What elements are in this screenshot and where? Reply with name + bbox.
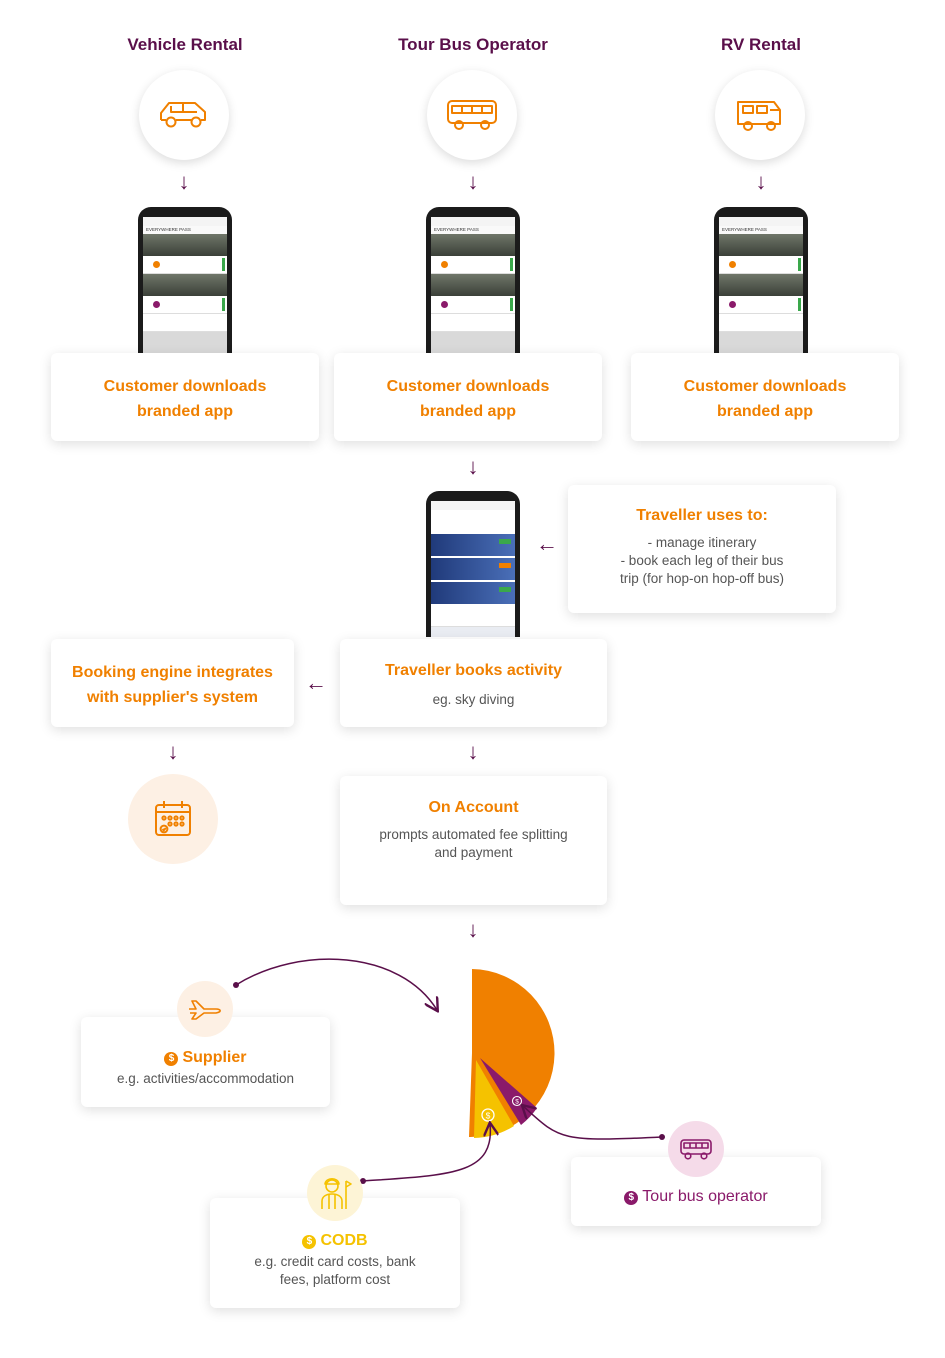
phone-mockup-tour-bus: EVERYWHERE PASS xyxy=(426,207,520,353)
arrow-down-icon: ↓ xyxy=(467,739,479,764)
card-title: Customer downloads branded app xyxy=(683,378,847,420)
dollar-text: $ xyxy=(444,1016,450,1028)
bus-icon xyxy=(447,100,497,130)
card-title: with supplier's system xyxy=(87,689,258,706)
arrow-left-icon: ← xyxy=(305,670,327,695)
app-header: EVERYWHERE PASS xyxy=(431,226,515,234)
card-text: e.g. credit card costs, bank xyxy=(254,1254,416,1269)
rv-icon-circle xyxy=(715,70,805,160)
worker-icon xyxy=(321,1177,352,1209)
card-traveller-books-activity: Traveller books activity eg. sky diving xyxy=(340,639,607,727)
phone-mockup-rv: EVERYWHERE PASS xyxy=(714,207,808,353)
rv-icon xyxy=(737,101,781,131)
bus-icon-circle xyxy=(427,70,517,160)
plane-icon xyxy=(189,1000,221,1020)
card-text: - book each leg of their bus xyxy=(620,553,784,568)
calendar-icon xyxy=(155,801,191,836)
card-title: Supplier xyxy=(182,1049,247,1066)
arrow-down-icon: ↓ xyxy=(755,169,767,194)
phone-mockup-vehicle: EVERYWHERE PASS xyxy=(138,207,232,353)
card-on-account: On Account prompts automated fee splitti… xyxy=(340,776,607,905)
pie-slice-codb xyxy=(474,1060,514,1138)
card-text: fees, platform cost xyxy=(279,1272,391,1287)
card-customer-downloads-tour-bus: Customer downloads branded app xyxy=(334,353,602,441)
dollar-badge-icon: $ xyxy=(624,1191,639,1205)
card-title: CODB xyxy=(320,1232,368,1249)
column-title-rv-rental: RV Rental xyxy=(721,35,801,54)
card-title: Booking engine integrates xyxy=(72,664,273,681)
dollar-text: $ xyxy=(486,1111,491,1121)
plane-icon-circle xyxy=(177,981,233,1037)
card-title: Tour bus operator xyxy=(642,1188,768,1205)
card-title: Customer downloads branded app xyxy=(103,378,267,420)
dollar-icon: $ xyxy=(438,1012,456,1030)
card-text: and payment xyxy=(434,845,513,860)
card-title: Traveller books activity xyxy=(385,662,562,679)
bus-icon xyxy=(680,1139,712,1160)
connector-codb xyxy=(362,1124,490,1182)
arrow-left-icon: ← xyxy=(536,531,558,556)
dollar-icon: $ xyxy=(511,1095,523,1107)
card-text: trip (for hop-on hop-off bus) xyxy=(619,571,785,586)
card-text: eg. sky diving xyxy=(432,692,515,707)
card-title: Traveller uses to: xyxy=(636,507,768,524)
connector-supplier xyxy=(235,958,437,1010)
arrow-down-icon: ↓ xyxy=(167,739,179,764)
connector-tour-bus xyxy=(523,1106,663,1140)
arrow-down-icon: ↓ xyxy=(178,169,190,194)
phone-mockup-booking xyxy=(426,491,520,637)
card-customer-downloads-rv: Customer downloads branded app xyxy=(631,353,899,441)
card-title: Customer downloads branded app xyxy=(386,378,550,420)
column-title-vehicle-rental: Vehicle Rental xyxy=(127,35,243,54)
dollar-badge-icon: $ xyxy=(302,1235,317,1249)
card-codb: $CODB e.g. credit card costs, bank fees,… xyxy=(210,1198,460,1308)
card-text: - manage itinerary xyxy=(647,535,757,550)
app-header: EVERYWHERE PASS xyxy=(143,226,227,234)
card-customer-downloads-vehicle: Customer downloads branded app xyxy=(51,353,319,441)
card-text: prompts automated fee splitting xyxy=(379,827,568,842)
bus-icon-circle xyxy=(668,1121,724,1177)
column-title-tour-bus-operator: Tour Bus Operator xyxy=(398,35,548,54)
card-title: On Account xyxy=(428,799,519,816)
car-icon xyxy=(160,102,206,128)
car-icon-circle xyxy=(139,70,229,160)
app-header: EVERYWHERE PASS xyxy=(719,226,803,234)
arrow-down-icon: ↓ xyxy=(467,169,479,194)
dollar-badge-icon: $ xyxy=(164,1052,179,1066)
worker-icon-circle xyxy=(307,1165,363,1221)
card-traveller-uses: Traveller uses to: - manage itinerary - … xyxy=(568,485,836,613)
calendar-icon-circle xyxy=(128,774,218,864)
card-text: e.g. activities/accommodation xyxy=(116,1071,295,1086)
card-booking-engine: Booking engine integrates with supplier'… xyxy=(51,639,294,727)
dollar-text: $ xyxy=(515,1099,519,1106)
arrow-down-icon: ↓ xyxy=(467,454,479,479)
arrow-down-icon: ↓ xyxy=(467,917,479,942)
